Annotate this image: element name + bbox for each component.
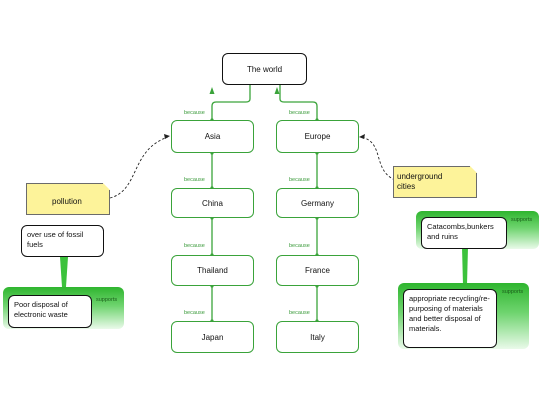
node-label: Thailand — [197, 266, 228, 275]
connector-root-asia — [211, 85, 251, 120]
node-japan[interactable]: Japan — [171, 321, 254, 353]
node-france[interactable]: France — [276, 255, 359, 286]
support-body-left[interactable]: Poor disposal of electronic waste — [8, 295, 92, 328]
relation-label-thailand: because — [184, 243, 205, 249]
support-head-right[interactable]: Catacombs,bunkers and ruins — [421, 217, 507, 249]
arrowhead-asia-note — [164, 134, 170, 139]
card-text: Poor disposal of electronic waste — [14, 300, 68, 320]
note-fold — [470, 166, 477, 173]
node-label: Asia — [204, 132, 221, 141]
node-label: Europe — [304, 132, 331, 141]
relation-label-france: because — [289, 243, 310, 249]
support-label-right-top: supports — [511, 217, 533, 223]
note-fold — [103, 183, 110, 190]
support-head-left[interactable]: over use of fossil fuels — [21, 225, 104, 257]
note-pollution[interactable]: pollution — [26, 183, 110, 215]
note-underground-cities[interactable]: underground cities — [393, 166, 477, 198]
node-label: Germany — [301, 198, 334, 208]
node-italy[interactable]: Italy — [276, 321, 359, 353]
relation-label-germany: because — [289, 177, 310, 183]
card-text: appropriate recycling/re-purposing of ma… — [409, 294, 490, 334]
root-node-label: The world — [246, 64, 283, 74]
card-text: over use of fossil fuels — [27, 230, 84, 250]
relation-label-japan: because — [184, 310, 205, 316]
support-label-right: supports — [502, 289, 524, 295]
note-text: underground cities — [397, 172, 443, 192]
arrow-europe — [274, 87, 280, 94]
node-china[interactable]: China — [171, 188, 254, 218]
node-thailand[interactable]: Thailand — [171, 255, 254, 286]
note-text: pollution — [52, 197, 82, 206]
support-body-right[interactable]: appropriate recycling/re-purposing of ma… — [403, 289, 497, 348]
dashed-underground-europe — [360, 136, 396, 181]
relation-label-italy: because — [289, 310, 310, 316]
stem-left — [60, 257, 68, 287]
arrowhead-europe-note — [359, 134, 365, 139]
dashed-pollution-asia — [109, 136, 169, 199]
node-label: Japan — [201, 332, 224, 342]
card-text: Catacombs,bunkers and ruins — [427, 222, 494, 242]
arrow-asia — [209, 87, 215, 94]
node-europe[interactable]: Europe — [276, 120, 359, 153]
node-label: France — [305, 266, 330, 275]
node-asia[interactable]: Asia — [171, 120, 254, 153]
node-label: China — [202, 198, 223, 208]
root-node-the-world[interactable]: The world — [222, 53, 307, 85]
support-label-left: supports — [96, 297, 118, 303]
relation-label-europe: because — [289, 110, 310, 116]
node-germany[interactable]: Germany — [276, 188, 359, 218]
connector-root-europe — [279, 85, 318, 120]
node-label: Italy — [310, 332, 325, 342]
relation-label-asia: because — [184, 110, 205, 116]
relation-label-china: because — [184, 177, 205, 183]
stem-right — [462, 247, 468, 285]
